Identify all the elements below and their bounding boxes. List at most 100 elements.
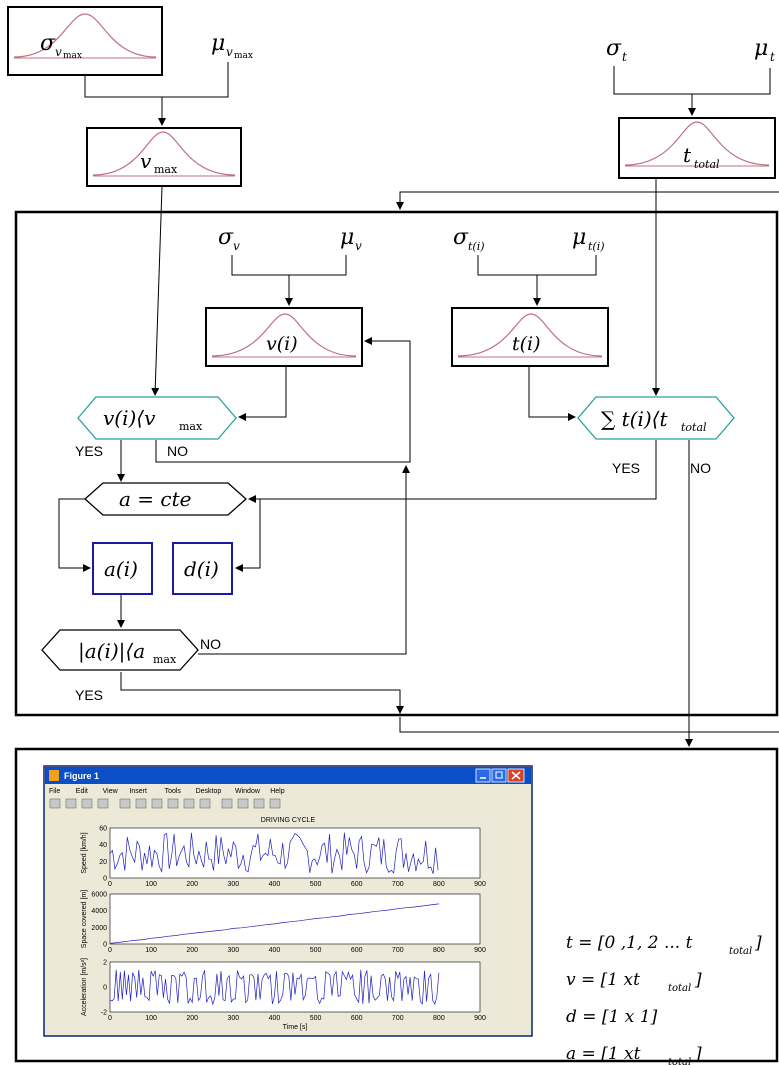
open-icon[interactable] xyxy=(65,798,77,809)
svg-text:σ: σ xyxy=(453,225,469,250)
ytick-label: 20 xyxy=(99,859,107,866)
simulation-loop-frame xyxy=(14,210,779,717)
new-icon[interactable] xyxy=(49,798,61,809)
svg-text:t = [0 ,1, 2 ... t: t = [0 ,1, 2 ... t xyxy=(566,933,693,953)
xtick-label: 900 xyxy=(474,1015,486,1022)
xtick-label: 300 xyxy=(227,1015,239,1022)
xtick-label: 600 xyxy=(351,881,363,888)
ylabel: Space covered [m] xyxy=(81,890,88,948)
svg-text:σ: σ xyxy=(218,225,234,250)
sigma-vmax-box: σ v max xyxy=(7,6,163,76)
xtick-label: 900 xyxy=(474,881,486,888)
xtick-label: 500 xyxy=(310,1015,322,1022)
sigma-t-label: σ t xyxy=(606,36,627,64)
pan-icon[interactable] xyxy=(167,798,179,809)
svg-text:max: max xyxy=(63,51,82,61)
menu-item-view[interactable]: View xyxy=(103,788,119,795)
ytick-label: 60 xyxy=(99,826,107,833)
svg-text:σ: σ xyxy=(606,36,622,61)
svg-text:v: v xyxy=(233,239,240,253)
svg-text:a = [1 xt: a = [1 xt xyxy=(566,1044,641,1064)
xtick-label: 500 xyxy=(310,881,322,888)
menu-item-desktop[interactable]: Desktop xyxy=(196,788,222,795)
svg-text:]: ] xyxy=(694,1044,702,1064)
xtick-label: 200 xyxy=(186,1015,198,1022)
ytick-label: 2 xyxy=(103,960,107,967)
svg-text:t(i): t(i) xyxy=(588,240,605,253)
figure-title: Figure 1 xyxy=(64,771,99,781)
series-line xyxy=(109,969,440,1006)
ytick-label: 0 xyxy=(103,985,107,992)
ylabel: Speed [km/h] xyxy=(81,832,88,873)
xtick-label: 200 xyxy=(186,881,198,888)
menu-item-file[interactable]: File xyxy=(49,788,60,795)
minimize-button[interactable] xyxy=(475,768,491,783)
yes-label-a: YES xyxy=(75,687,103,703)
save-icon[interactable] xyxy=(81,798,93,809)
ai-process-box: a(i) xyxy=(92,542,153,595)
menu-item-window[interactable]: Window xyxy=(235,788,261,795)
no-label-a: NO xyxy=(200,636,221,652)
plot-tools-icon[interactable] xyxy=(269,798,281,809)
output-frame xyxy=(14,747,779,1063)
vi-distribution-box: v(i) xyxy=(205,307,363,367)
grid-icon[interactable] xyxy=(253,798,265,809)
v-check-decision: v(i)⟨v max xyxy=(77,396,237,440)
svg-text:t(i): t(i) xyxy=(512,333,541,355)
svg-text:μ: μ xyxy=(754,36,768,61)
equation-a: a = [1 xt total ] xyxy=(566,1044,702,1065)
menu-item-help[interactable]: Help xyxy=(270,788,285,795)
zoom-in-icon[interactable] xyxy=(135,798,147,809)
ylabel: Acceleration [m/s²] xyxy=(81,958,88,1016)
window-controls xyxy=(475,768,525,783)
print-icon[interactable] xyxy=(97,798,109,809)
colorbar-icon[interactable] xyxy=(221,798,233,809)
zoom-out-icon[interactable] xyxy=(151,798,163,809)
vmax-distribution-box: v max xyxy=(86,127,242,187)
xtick-label: 400 xyxy=(269,1015,281,1022)
svg-text:t: t xyxy=(622,50,627,64)
legend-icon[interactable] xyxy=(237,798,249,809)
svg-text:max: max xyxy=(153,653,177,666)
xtick-label: 0 xyxy=(108,1015,112,1022)
sigma-ti-label: σ t(i) xyxy=(453,225,485,253)
xtick-label: 400 xyxy=(269,881,281,888)
svg-text:max: max xyxy=(234,51,253,61)
pointer-icon[interactable] xyxy=(119,798,131,809)
svg-text:v = [1 xt: v = [1 xt xyxy=(566,970,640,990)
equation-t: t = [0 ,1, 2 ... t total ] xyxy=(566,933,762,957)
svg-text:max: max xyxy=(179,420,203,433)
svg-text:d = [1 x 1]: d = [1 x 1] xyxy=(566,1007,658,1027)
menu-item-edit[interactable]: Edit xyxy=(76,788,88,795)
mu-v-label: μ v xyxy=(340,225,362,253)
ytick-label: 4000 xyxy=(91,908,107,915)
svg-text:max: max xyxy=(154,163,178,176)
svg-text:μ: μ xyxy=(211,31,225,56)
xtick-label: 600 xyxy=(351,947,363,954)
menu-bar: File Edit View Insert Tools Desktop Window Help xyxy=(49,788,285,795)
xlabel: Time [s] xyxy=(283,1024,308,1031)
svg-text:t: t xyxy=(770,50,775,64)
rotate-icon[interactable] xyxy=(183,798,195,809)
xtick-label: 100 xyxy=(145,1015,157,1022)
menu-item-tools[interactable]: Tools xyxy=(165,788,182,795)
maximize-button[interactable] xyxy=(491,768,507,783)
svg-text:a = cte: a = cte xyxy=(119,487,191,511)
svg-text:v(i): v(i) xyxy=(266,333,298,355)
xtick-label: 100 xyxy=(145,947,157,954)
svg-text:total: total xyxy=(681,421,707,434)
svg-text:]: ] xyxy=(754,933,762,953)
xtick-label: 600 xyxy=(351,1015,363,1022)
xtick-label: 700 xyxy=(392,947,404,954)
menu-item-insert[interactable]: Insert xyxy=(129,788,147,795)
svg-text:total: total xyxy=(668,983,691,994)
datacursor-icon[interactable] xyxy=(199,798,211,809)
xtick-label: 0 xyxy=(108,947,112,954)
xtick-label: 800 xyxy=(433,947,445,954)
a-const-decision: a = cte xyxy=(84,482,247,516)
